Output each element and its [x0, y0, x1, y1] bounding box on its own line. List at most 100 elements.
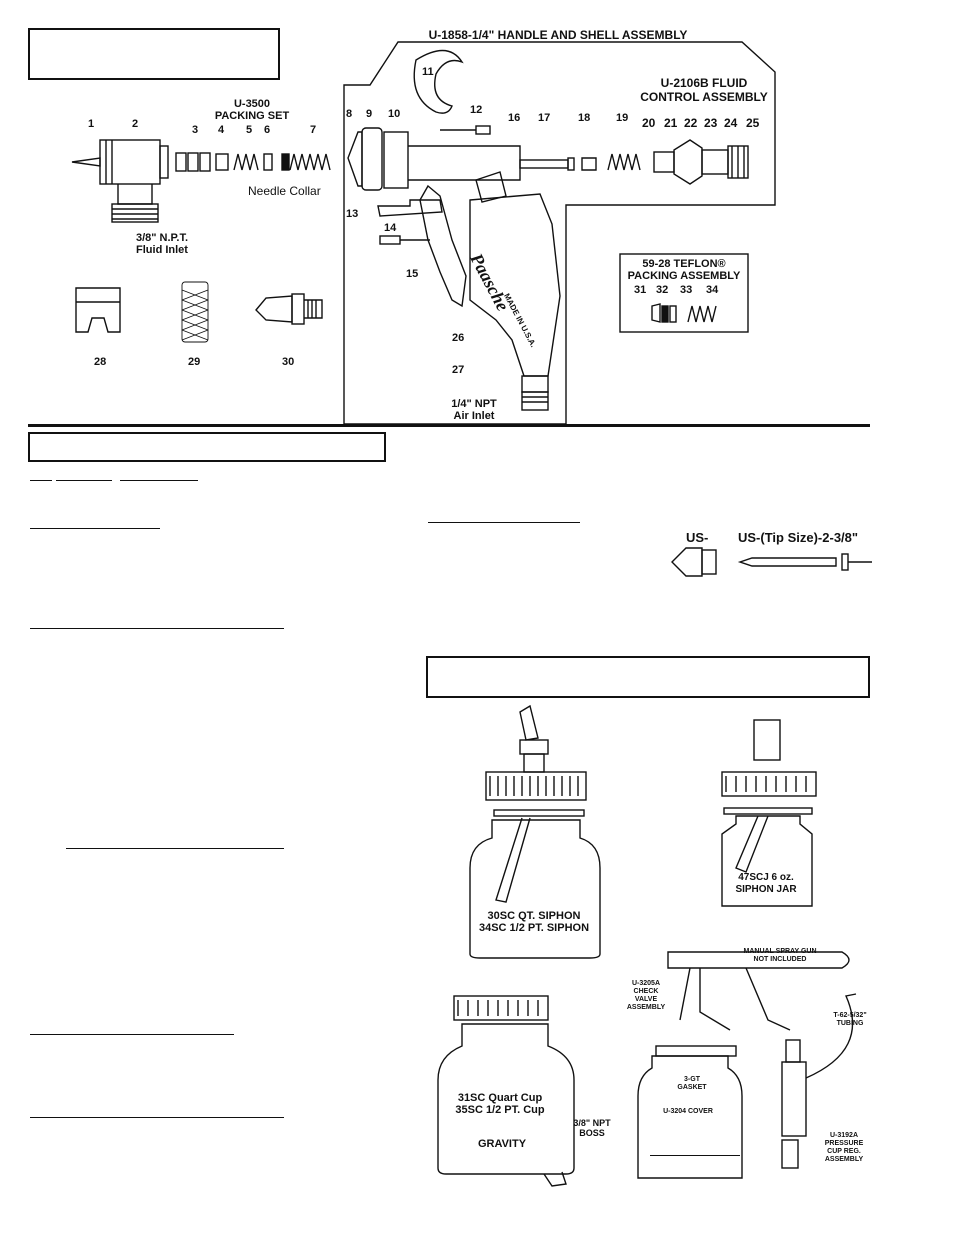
needle [71, 157, 101, 167]
us-tip-label: US-(Tip Size)-2-3/8" [738, 530, 859, 545]
part-29: 29 [188, 356, 201, 368]
part-7: 7 [310, 124, 317, 136]
cover-label: U-3204 COVER [663, 1108, 713, 1115]
part-5: 5 [246, 124, 253, 136]
gasket-line1: 3-GT [684, 1076, 700, 1083]
tubing-line2: TUBING [836, 1020, 864, 1027]
parts-list-title-box [28, 28, 280, 80]
part-34: 34 [706, 284, 719, 296]
part-27: 27 [452, 364, 465, 376]
part-9: 9 [366, 108, 373, 120]
part-4: 4 [218, 124, 225, 136]
boss-line2: BOSS [579, 1128, 605, 1138]
check-valve-line4: ASSEMBLY [626, 1004, 666, 1011]
part-18: 18 [578, 112, 591, 124]
heading-rule-4 [66, 848, 284, 849]
part-11: 11 [422, 66, 434, 78]
heading-rule-8 [650, 1155, 740, 1156]
part-14: 14 [384, 222, 397, 234]
manual-gun-line1: MANUAL SPRAY GUN [743, 948, 817, 955]
us-tip-illustration [671, 547, 872, 577]
part-32: 32 [656, 284, 669, 296]
siphon-qt-line1: 30SC QT. SIPHON [487, 910, 581, 922]
heading-rule-1c [120, 480, 198, 481]
check-valve-line2: CHECK [633, 988, 659, 995]
part-26: 26 [452, 332, 465, 344]
siphon-jar-line2: SIPHON JAR [735, 884, 797, 895]
part-23: 23 [704, 116, 718, 130]
gasket-line2: GASKET [677, 1084, 707, 1091]
gravity-line2: 35SC 1/2 PT. Cup [455, 1104, 545, 1116]
packing-set [175, 152, 331, 172]
part-24: 24 [724, 116, 738, 130]
teflon-line2: PACKING ASSEMBLY [627, 270, 741, 282]
part-33: 33 [680, 284, 693, 296]
heading-rule-5 [30, 1034, 234, 1035]
pressure-cup [637, 951, 857, 1179]
trigger-and-grip [377, 184, 561, 411]
regulator-line4: ASSEMBLY [824, 1156, 864, 1163]
gravity-line1: 31SC Quart Cup [457, 1092, 543, 1104]
boss-line1: 3/8" NPT [573, 1118, 611, 1128]
part-22: 22 [684, 116, 698, 130]
part-1: 1 [88, 118, 95, 130]
heading-rule-2 [30, 528, 160, 529]
regulator-line1: U-3192A [829, 1132, 859, 1139]
packing-set-line1: U-3500 [233, 98, 271, 110]
part-15: 15 [406, 268, 419, 280]
siphon-jar [721, 719, 817, 907]
us-label: US- [686, 530, 709, 545]
teflon-line1: 59-28 TEFLON® [642, 258, 726, 270]
instructions-title-box [28, 432, 386, 462]
heading-rule-6 [30, 1117, 284, 1118]
heading-rule-7 [428, 522, 580, 523]
assembly-title: U-1858-1/4" HANDLE AND SHELL ASSEMBLY [428, 28, 688, 42]
check-valve-line3: VALVE [634, 996, 658, 1003]
part-31: 31 [634, 284, 647, 296]
packing-set-line2: PACKING SET [214, 110, 290, 122]
manual-gun-line2: NOT INCLUDED [753, 956, 807, 963]
teflon-box [619, 253, 749, 333]
part-28: 28 [94, 356, 107, 368]
part-3: 3 [192, 124, 199, 136]
part-20: 20 [642, 116, 656, 130]
knurled-nut-29 [181, 281, 209, 343]
teflon-parts [651, 303, 717, 323]
air-inlet-line1: 1/4" NPT [451, 398, 497, 410]
siphon-qt-cup [469, 704, 601, 959]
part-12: 12 [470, 104, 483, 116]
shell-panel-outline [343, 41, 776, 425]
cups-title-box [426, 656, 870, 698]
check-valve-line1: U-3205A [631, 980, 661, 987]
section-divider [28, 424, 870, 427]
fluid-control-assy [653, 139, 749, 185]
part-21: 21 [664, 116, 678, 130]
heading-rule-3 [30, 628, 284, 629]
gun-shell [347, 49, 641, 203]
fluid-control-line2: CONTROL ASSEMBLY [640, 90, 768, 104]
needle-collar-label: Needle Collar [248, 184, 321, 198]
fluid-body [99, 139, 169, 223]
heading-rule-1b [56, 480, 112, 481]
regulator-line2: PRESSURE [824, 1140, 864, 1147]
part-6: 6 [264, 124, 271, 136]
tip-30 [255, 293, 323, 325]
fluid-inlet-line2: Fluid Inlet [136, 244, 188, 256]
siphon-qt-line2: 34SC 1/2 PT. SIPHON [478, 922, 590, 934]
regulator-line3: CUP REG. [827, 1148, 861, 1155]
part-30: 30 [282, 356, 295, 368]
part-8: 8 [346, 108, 353, 120]
air-inlet-line2: Air Inlet [453, 410, 495, 422]
gravity-word: GRAVITY [477, 1138, 527, 1150]
siphon-jar-line1: 47SCJ 6 oz. [738, 872, 794, 883]
part-17: 17 [538, 112, 551, 124]
part-25: 25 [746, 116, 760, 130]
part-2: 2 [132, 118, 139, 130]
fluid-control-line1: U-2106B FLUID [660, 76, 748, 90]
tubing-line1: T-62-5/32" [833, 1012, 867, 1019]
part-13: 13 [346, 208, 359, 220]
part-19: 19 [616, 112, 629, 124]
part-10: 10 [388, 108, 401, 120]
gravity-cup [437, 995, 575, 1187]
